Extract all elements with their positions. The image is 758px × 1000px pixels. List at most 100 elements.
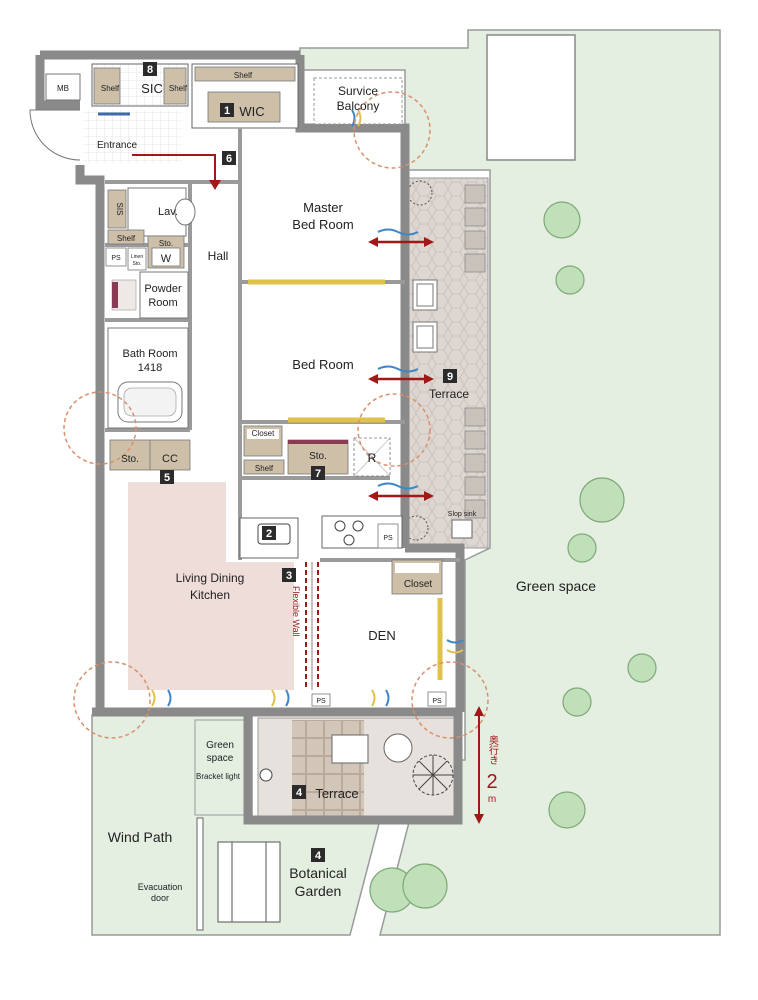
terrace-sofa xyxy=(331,734,369,764)
ps-den-label: PS xyxy=(432,698,442,705)
terrace-right-label: Terrace xyxy=(429,387,469,401)
service-balcony-label-1: Survice xyxy=(338,84,378,98)
green-space-right xyxy=(299,29,721,936)
slop-sink-label: Slop sink xyxy=(448,511,477,518)
service-balcony-label-2: Balcony xyxy=(337,99,380,113)
mb-closet xyxy=(45,73,81,101)
marker-4-text: 4 xyxy=(296,787,303,799)
flexible-wall xyxy=(305,562,319,690)
shelf-lav xyxy=(107,229,145,245)
bathtub-inner xyxy=(123,387,177,417)
botanical-label-2: Garden xyxy=(295,883,342,899)
entrance-door-swing xyxy=(29,109,81,161)
arrow-head-icon xyxy=(474,706,484,716)
marker-4b: 4 xyxy=(311,848,325,862)
green-areas xyxy=(91,29,721,936)
wic-shelf xyxy=(194,66,296,82)
toilet-icon xyxy=(174,198,196,226)
sic-shelf-left xyxy=(93,67,121,105)
closet-label: Closet xyxy=(252,429,275,438)
green-space-label: Green space xyxy=(516,578,596,594)
entrance-label: Entrance xyxy=(97,140,137,151)
marker-9-text: 9 xyxy=(447,371,453,383)
marker-1-text: 1 xyxy=(224,105,230,117)
sto-label: Sto. xyxy=(121,454,139,465)
bath-label-1: Bath Room xyxy=(122,348,177,360)
marker-6: 6 xyxy=(222,151,236,165)
sis-storage xyxy=(107,189,127,229)
washer xyxy=(151,247,181,267)
bracket-light-icon xyxy=(259,768,273,782)
ps-den-2-label: PS xyxy=(316,698,326,705)
shelf-label: Shelf xyxy=(234,71,253,80)
marker-7: 7 xyxy=(311,466,325,480)
linen-storage xyxy=(127,247,147,271)
powder-room xyxy=(139,271,189,319)
r-label: R xyxy=(368,451,377,465)
den-closet-inner xyxy=(395,563,439,573)
evacuation-label-2: door xyxy=(151,893,169,903)
shelf-label: Shelf xyxy=(101,84,120,93)
ldk-label-2: Kitchen xyxy=(190,588,230,602)
green-space-small-bed xyxy=(194,719,251,816)
wind-path-label: Wind Path xyxy=(108,829,173,845)
master-bed-label-2: Bed Room xyxy=(292,217,353,232)
sic-shelf-right xyxy=(163,67,187,105)
outer-walls xyxy=(35,50,465,825)
lav-label: Lav. xyxy=(158,206,178,218)
marker-4: 4 xyxy=(292,785,306,799)
marker-1: 1 xyxy=(220,103,234,117)
botanical-label-1: Botanical xyxy=(289,865,347,881)
bath-label-2: 1418 xyxy=(138,362,162,374)
marker-6-text: 6 xyxy=(226,153,232,165)
wind-icon xyxy=(151,109,464,707)
terrace-chairs xyxy=(412,279,438,353)
ventilation-arrows xyxy=(374,240,428,498)
ps-kitchen-label: PS xyxy=(383,535,393,542)
sto-w-label: Sto. xyxy=(159,239,173,248)
den-label: DEN xyxy=(368,628,395,643)
room-labels: SIC Shelf Shelf Shelf WIC Survice Balcon… xyxy=(97,71,596,903)
parking-block xyxy=(486,34,576,161)
ldk-floor xyxy=(128,482,226,690)
ps-den xyxy=(427,691,447,707)
ps-kitchen xyxy=(377,523,399,549)
flexible-wall-label: Flexible Wall xyxy=(291,586,301,637)
ps-label: PS xyxy=(111,255,121,262)
service-balcony xyxy=(313,77,403,125)
evacuation-label-1: Evacuation xyxy=(138,882,183,892)
evacuation-door-icon xyxy=(196,817,204,931)
sic-label: SIC xyxy=(141,81,163,96)
w-label: W xyxy=(161,253,172,265)
cc-label: CC xyxy=(162,453,178,465)
den-closet-label: Closet xyxy=(404,579,433,590)
sto-7-label: Sto. xyxy=(309,451,327,462)
linen-label-2: Sto. xyxy=(133,261,142,267)
airflow-circles xyxy=(63,91,489,739)
powder-label-2: Room xyxy=(148,297,177,309)
shelf-bottom xyxy=(243,459,285,475)
ldk-floor xyxy=(226,562,294,690)
bed-room-label: Bed Room xyxy=(292,357,353,372)
sis-label: SIS xyxy=(115,203,124,216)
arrow-head-icon xyxy=(209,180,221,190)
entrance-floor xyxy=(82,110,182,162)
ps-box xyxy=(105,247,127,267)
green-space-small-label-2: space xyxy=(207,753,234,764)
arrow-head-icon xyxy=(368,237,434,501)
green-space-small-label-1: Green xyxy=(206,740,234,751)
palm-icon xyxy=(412,754,454,796)
marker-9: 9 xyxy=(443,369,457,383)
marker-8: 8 xyxy=(143,62,157,76)
marker-7-text: 7 xyxy=(315,468,321,480)
trees xyxy=(369,201,657,913)
depth-num-label: 2 xyxy=(486,771,497,793)
marker-3: 3 xyxy=(282,568,296,582)
terrace-bottom-label: Terrace xyxy=(315,786,358,801)
ldk-label-1: Living Dining xyxy=(176,571,245,585)
powder-label-1: Powder xyxy=(144,283,182,295)
marker-5-text: 5 xyxy=(164,472,170,484)
mb-label: MB xyxy=(57,84,69,93)
marker-8-text: 8 xyxy=(147,64,153,76)
